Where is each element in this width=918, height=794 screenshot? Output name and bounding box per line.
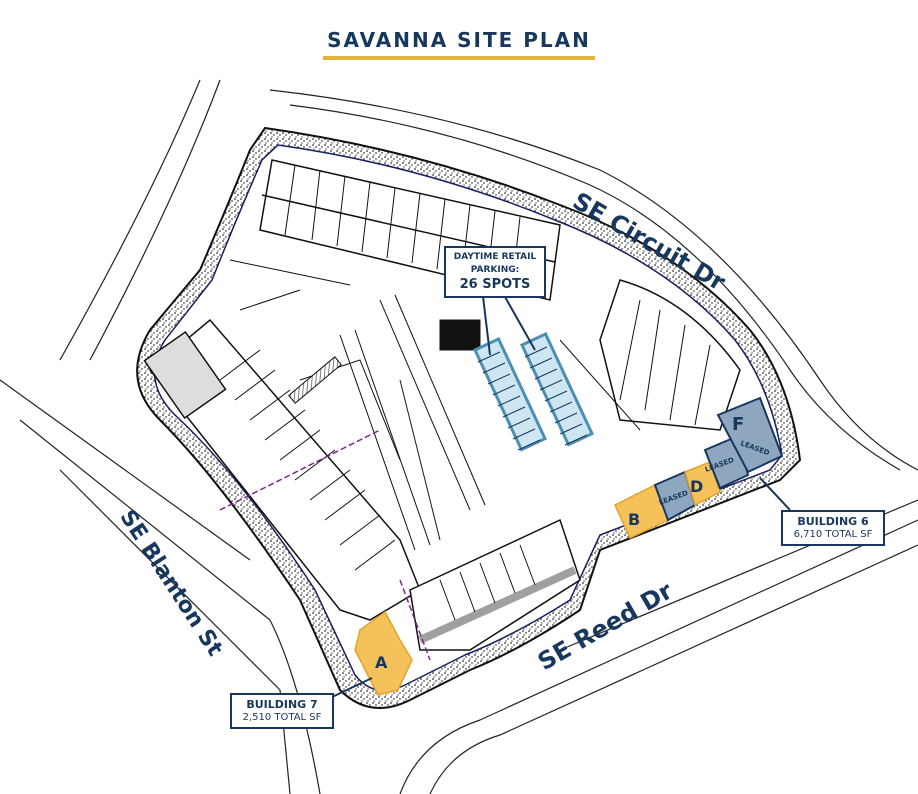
unit-f-label: F xyxy=(732,414,744,435)
building-6-callout: BUILDING 6 6,710 TOTAL SF xyxy=(781,510,885,546)
building-7-callout: BUILDING 7 2,510 TOTAL SF xyxy=(230,693,334,729)
building-6-units: B LEASED D LEASED F LEASED xyxy=(614,396,791,540)
building-6-name: BUILDING 6 xyxy=(797,515,869,528)
daytime-parking-callout: DAYTIME RETAIL PARKING: 26 SPOTS xyxy=(444,246,546,298)
unit-f-leased xyxy=(716,396,784,474)
road-lines xyxy=(0,79,918,794)
unit-d xyxy=(684,461,721,507)
site-plan-title: SAVANNA SITE PLAN xyxy=(0,28,918,60)
parking-callout-spots: 26 SPOTS xyxy=(459,277,531,292)
south-building xyxy=(409,518,581,651)
unit-d-label: D xyxy=(690,477,703,496)
title-text: SAVANNA SITE PLAN xyxy=(323,28,595,60)
building-7-area: 2,510 TOTAL SF xyxy=(242,712,322,723)
west-building xyxy=(143,318,421,621)
building-7-name: BUILDING 7 xyxy=(246,698,318,711)
unit-b-label: B xyxy=(628,510,640,529)
parking-lot xyxy=(229,259,641,561)
unit-a-label: A xyxy=(375,653,388,672)
daytime-parking-highlight xyxy=(473,287,595,452)
building-6-area: 6,710 TOTAL SF xyxy=(793,529,873,540)
building-7-units: A xyxy=(329,610,413,699)
easement-line xyxy=(219,429,431,661)
parking-callout-line1: DAYTIME RETAIL xyxy=(453,252,537,262)
unit-a xyxy=(354,610,413,696)
parking-callout-line2: PARKING: xyxy=(470,265,520,275)
